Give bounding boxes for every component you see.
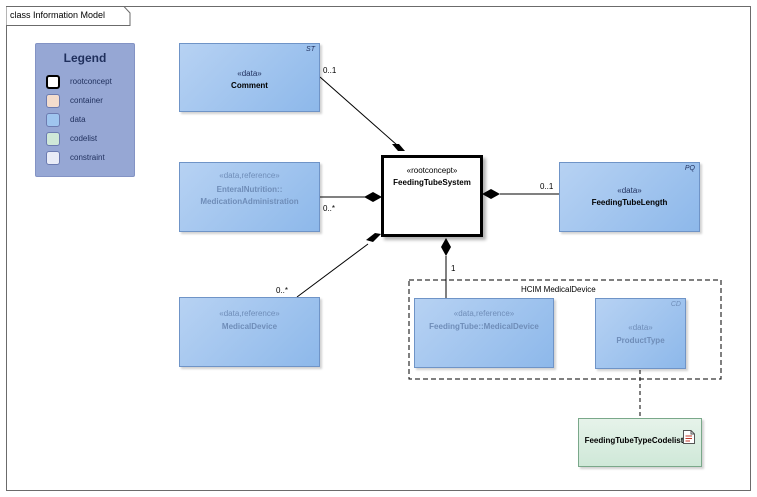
- legend-title: Legend: [63, 51, 107, 65]
- multiplicity-feedingtube: 1: [451, 264, 456, 273]
- legend-item-codelist: codelist: [46, 132, 132, 148]
- package-boundary: [408, 279, 722, 380]
- legend-label: constraint: [70, 153, 105, 162]
- class-feedingtubetypecodelist[interactable]: FeedingTubeTypeCodelist: [578, 418, 702, 467]
- stereotype-label: «data,reference»: [219, 309, 280, 318]
- class-name-line1: EnteralNutrition::: [216, 185, 283, 194]
- multiplicity-length: 0..1: [540, 182, 554, 191]
- stereotype-label: «data,reference»: [219, 171, 280, 180]
- stereotype-label: «rootconcept»: [406, 166, 458, 175]
- link-comment: [319, 76, 398, 146]
- legend-item-rootconcept: rootconcept: [46, 75, 132, 91]
- class-name: ProductType: [616, 336, 665, 345]
- type-tag: ST: [306, 46, 315, 53]
- document-icon: [683, 430, 695, 444]
- legend-item-constraint: constraint: [46, 151, 132, 167]
- class-name: FeedingTubeLength: [591, 198, 668, 207]
- frame-title-tab: [6, 6, 131, 26]
- legend-label: rootconcept: [70, 77, 112, 86]
- stereotype-label: «data,reference»: [453, 309, 515, 318]
- diamond-feedingtube: [441, 238, 451, 256]
- diamond-medicaldevice: [366, 233, 381, 242]
- legend-swatch-data: [46, 113, 60, 127]
- type-tag: CD: [670, 301, 681, 308]
- class-feedingtube-medicaldevice[interactable]: «data,reference» FeedingTube::MedicalDev…: [414, 298, 554, 368]
- class-producttype[interactable]: CD «data» ProductType: [595, 298, 686, 369]
- multiplicity-comment: 0..1: [323, 66, 337, 75]
- legend: Legend rootconcept container data codeli…: [35, 43, 135, 177]
- legend-swatch-rootconcept: [46, 75, 60, 89]
- legend-swatch-constraint: [46, 151, 60, 165]
- class-enteral-medication[interactable]: «data,reference» EnteralNutrition:: Medi…: [179, 162, 320, 232]
- diamond-length: [482, 189, 500, 199]
- diagram-frame: [6, 6, 751, 491]
- multiplicity-enteral: 0..*: [323, 204, 336, 213]
- class-name: FeedingTubeSystem: [393, 178, 471, 187]
- legend-label: container: [70, 96, 103, 105]
- diamond-enteral: [364, 192, 382, 202]
- package-title: HCIM MedicalDevice: [521, 285, 596, 294]
- stereotype-label: «data»: [237, 69, 262, 78]
- legend-swatch-codelist: [46, 132, 60, 146]
- legend-label: codelist: [70, 134, 98, 143]
- class-medicaldevice[interactable]: «data,reference» MedicalDevice: [179, 297, 320, 367]
- frame-title: class Information Model: [10, 10, 106, 20]
- class-name: FeedingTube::MedicalDevice: [429, 322, 539, 331]
- stereotype-label: «data»: [617, 186, 642, 195]
- class-name: FeedingTubeTypeCodelist: [584, 436, 684, 445]
- class-name: Comment: [231, 81, 268, 90]
- legend-item-data: data: [46, 113, 132, 129]
- legend-swatch-container: [46, 94, 60, 108]
- stereotype-label: «data»: [628, 323, 653, 332]
- type-tag: PQ: [684, 165, 695, 172]
- class-feedingtubelength[interactable]: PQ «data» FeedingTubeLength: [559, 162, 700, 232]
- class-name-line2: MedicationAdministration: [200, 197, 299, 206]
- class-feedingtubesystem[interactable]: «rootconcept» FeedingTubeSystem: [381, 155, 483, 237]
- diamond-comment: [392, 144, 405, 151]
- legend-item-container: container: [46, 94, 132, 110]
- multiplicity-medicaldevice: 0..*: [276, 286, 289, 295]
- legend-label: data: [70, 115, 86, 124]
- class-comment[interactable]: ST «data» Comment: [179, 43, 320, 112]
- class-name: MedicalDevice: [221, 322, 278, 331]
- link-medicaldevice: [296, 243, 369, 298]
